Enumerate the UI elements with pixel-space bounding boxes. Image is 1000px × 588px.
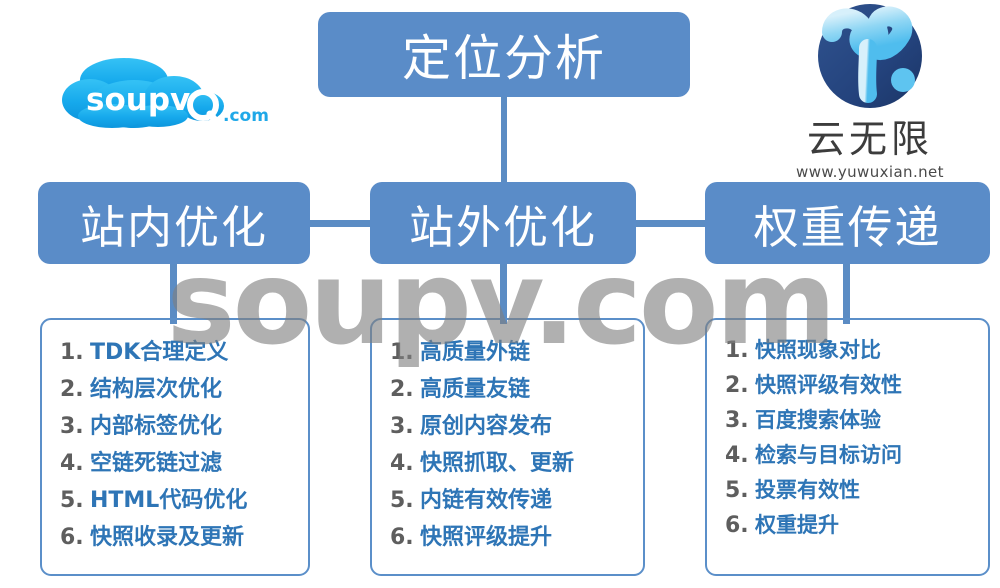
list-item-label: 权重提升 bbox=[755, 513, 839, 537]
list-item: 5. 投票有效性 bbox=[725, 474, 978, 504]
node-branch-onsite[interactable]: 站内优化 bbox=[38, 182, 310, 264]
connector-onsite-to-list bbox=[170, 256, 177, 324]
list-item: 5. 内链有效传递 bbox=[390, 482, 633, 514]
list-item-label: 检索与目标访问 bbox=[755, 443, 902, 467]
list-item: 4. 空链死链过滤 bbox=[60, 445, 298, 477]
soupv-logo: soupv .com bbox=[62, 58, 288, 144]
list-item-number: 5. bbox=[725, 478, 749, 503]
list-item-number: 3. bbox=[60, 414, 84, 439]
connector-offsite-to-onsite bbox=[296, 220, 386, 227]
list-item: 2. 结构层次优化 bbox=[60, 371, 298, 403]
list-item-number: 6. bbox=[60, 525, 84, 550]
list-item-number: 2. bbox=[60, 377, 84, 402]
list-panel-offsite: 1. 高质量外链 2. 高质量友链 3. 原创内容发布 4. 快照抓取、更新 5… bbox=[370, 318, 645, 576]
list-item-number: 6. bbox=[390, 525, 414, 550]
list-item-label: 投票有效性 bbox=[755, 478, 860, 502]
list-item-label: 快照收录及更新 bbox=[90, 525, 245, 550]
list-item-number: 1. bbox=[725, 338, 749, 363]
cloud-search-logo: soupv .com bbox=[62, 58, 269, 129]
list-item: 6. 快照评级提升 bbox=[390, 519, 633, 551]
list-item-label: 原创内容发布 bbox=[420, 414, 553, 439]
list-item: 2. 高质量友链 bbox=[390, 371, 633, 403]
yuwuxian-sphere-icon bbox=[818, 4, 922, 108]
list-item: 2. 快照评级有效性 bbox=[725, 369, 978, 399]
list-item-number: 1. bbox=[390, 340, 414, 365]
yuwuxian-logo: 云无限 www.yuwuxian.net bbox=[750, 2, 990, 181]
node-root-positioning-analysis[interactable]: 定位分析 bbox=[318, 12, 690, 97]
list-item-number: 4. bbox=[725, 443, 749, 468]
svg-text:.com: .com bbox=[223, 106, 269, 126]
list-item: 1. 高质量外链 bbox=[390, 334, 633, 366]
list-item: 6. 权重提升 bbox=[725, 509, 978, 539]
list-item-label: 空链死链过滤 bbox=[90, 451, 223, 476]
list-item-number: 5. bbox=[60, 488, 84, 513]
list-item-label: 百度搜索体验 bbox=[755, 408, 881, 432]
list-item-label: TDK合理定义 bbox=[90, 340, 229, 365]
list-item-number: 2. bbox=[725, 373, 749, 398]
svg-text:soupv: soupv bbox=[86, 82, 190, 118]
list-item-label: 结构层次优化 bbox=[90, 377, 223, 402]
list-item: 3. 内部标签优化 bbox=[60, 408, 298, 440]
node-branch-offsite[interactable]: 站外优化 bbox=[370, 182, 636, 264]
list-item-number: 5. bbox=[390, 488, 414, 513]
list-item-number: 1. bbox=[60, 340, 84, 365]
list-item-number: 2. bbox=[390, 377, 414, 402]
list-item-number: 3. bbox=[725, 408, 749, 433]
list-item-label: 快照抓取、更新 bbox=[420, 451, 575, 476]
list-item-label: 内部标签优化 bbox=[90, 414, 223, 439]
list-item-label: 内链有效传递 bbox=[420, 488, 553, 513]
list-panel-onsite: 1. TDK合理定义 2. 结构层次优化 3. 内部标签优化 4. 空链死链过滤… bbox=[40, 318, 310, 576]
list-item-label: 快照评级有效性 bbox=[755, 373, 902, 397]
list-panel-weight: 1. 快照现象对比 2. 快照评级有效性 3. 百度搜索体验 4. 检索与目标访… bbox=[705, 318, 990, 576]
list-item: 5. HTML代码优化 bbox=[60, 482, 298, 514]
connector-offsite-to-list bbox=[500, 256, 507, 324]
list-item-number: 6. bbox=[725, 513, 749, 538]
list-item: 1. TDK合理定义 bbox=[60, 334, 298, 366]
list-item-label: 高质量友链 bbox=[420, 377, 531, 402]
connector-root-to-offsite bbox=[501, 90, 507, 190]
list-item-label: 快照评级提升 bbox=[420, 525, 553, 550]
list-item: 1. 快照现象对比 bbox=[725, 334, 978, 364]
list-item: 4. 检索与目标访问 bbox=[725, 439, 978, 469]
list-item-label: 高质量外链 bbox=[420, 340, 531, 365]
yuwuxian-url: www.yuwuxian.net bbox=[796, 162, 944, 181]
list-item: 4. 快照抓取、更新 bbox=[390, 445, 633, 477]
node-branch-weight[interactable]: 权重传递 bbox=[705, 182, 990, 264]
yuwuxian-name: 云无限 bbox=[806, 117, 933, 161]
list-item-number: 3. bbox=[390, 414, 414, 439]
list-item-number: 4. bbox=[390, 451, 414, 476]
list-item: 3. 百度搜索体验 bbox=[725, 404, 978, 434]
list-item: 6. 快照收录及更新 bbox=[60, 519, 298, 551]
connector-weight-to-list bbox=[843, 256, 850, 324]
list-item-label: 快照现象对比 bbox=[755, 338, 881, 362]
list-item-label: HTML代码优化 bbox=[90, 488, 248, 513]
connector-offsite-to-weight bbox=[622, 220, 718, 227]
list-item-number: 4. bbox=[60, 451, 84, 476]
list-item: 3. 原创内容发布 bbox=[390, 408, 633, 440]
